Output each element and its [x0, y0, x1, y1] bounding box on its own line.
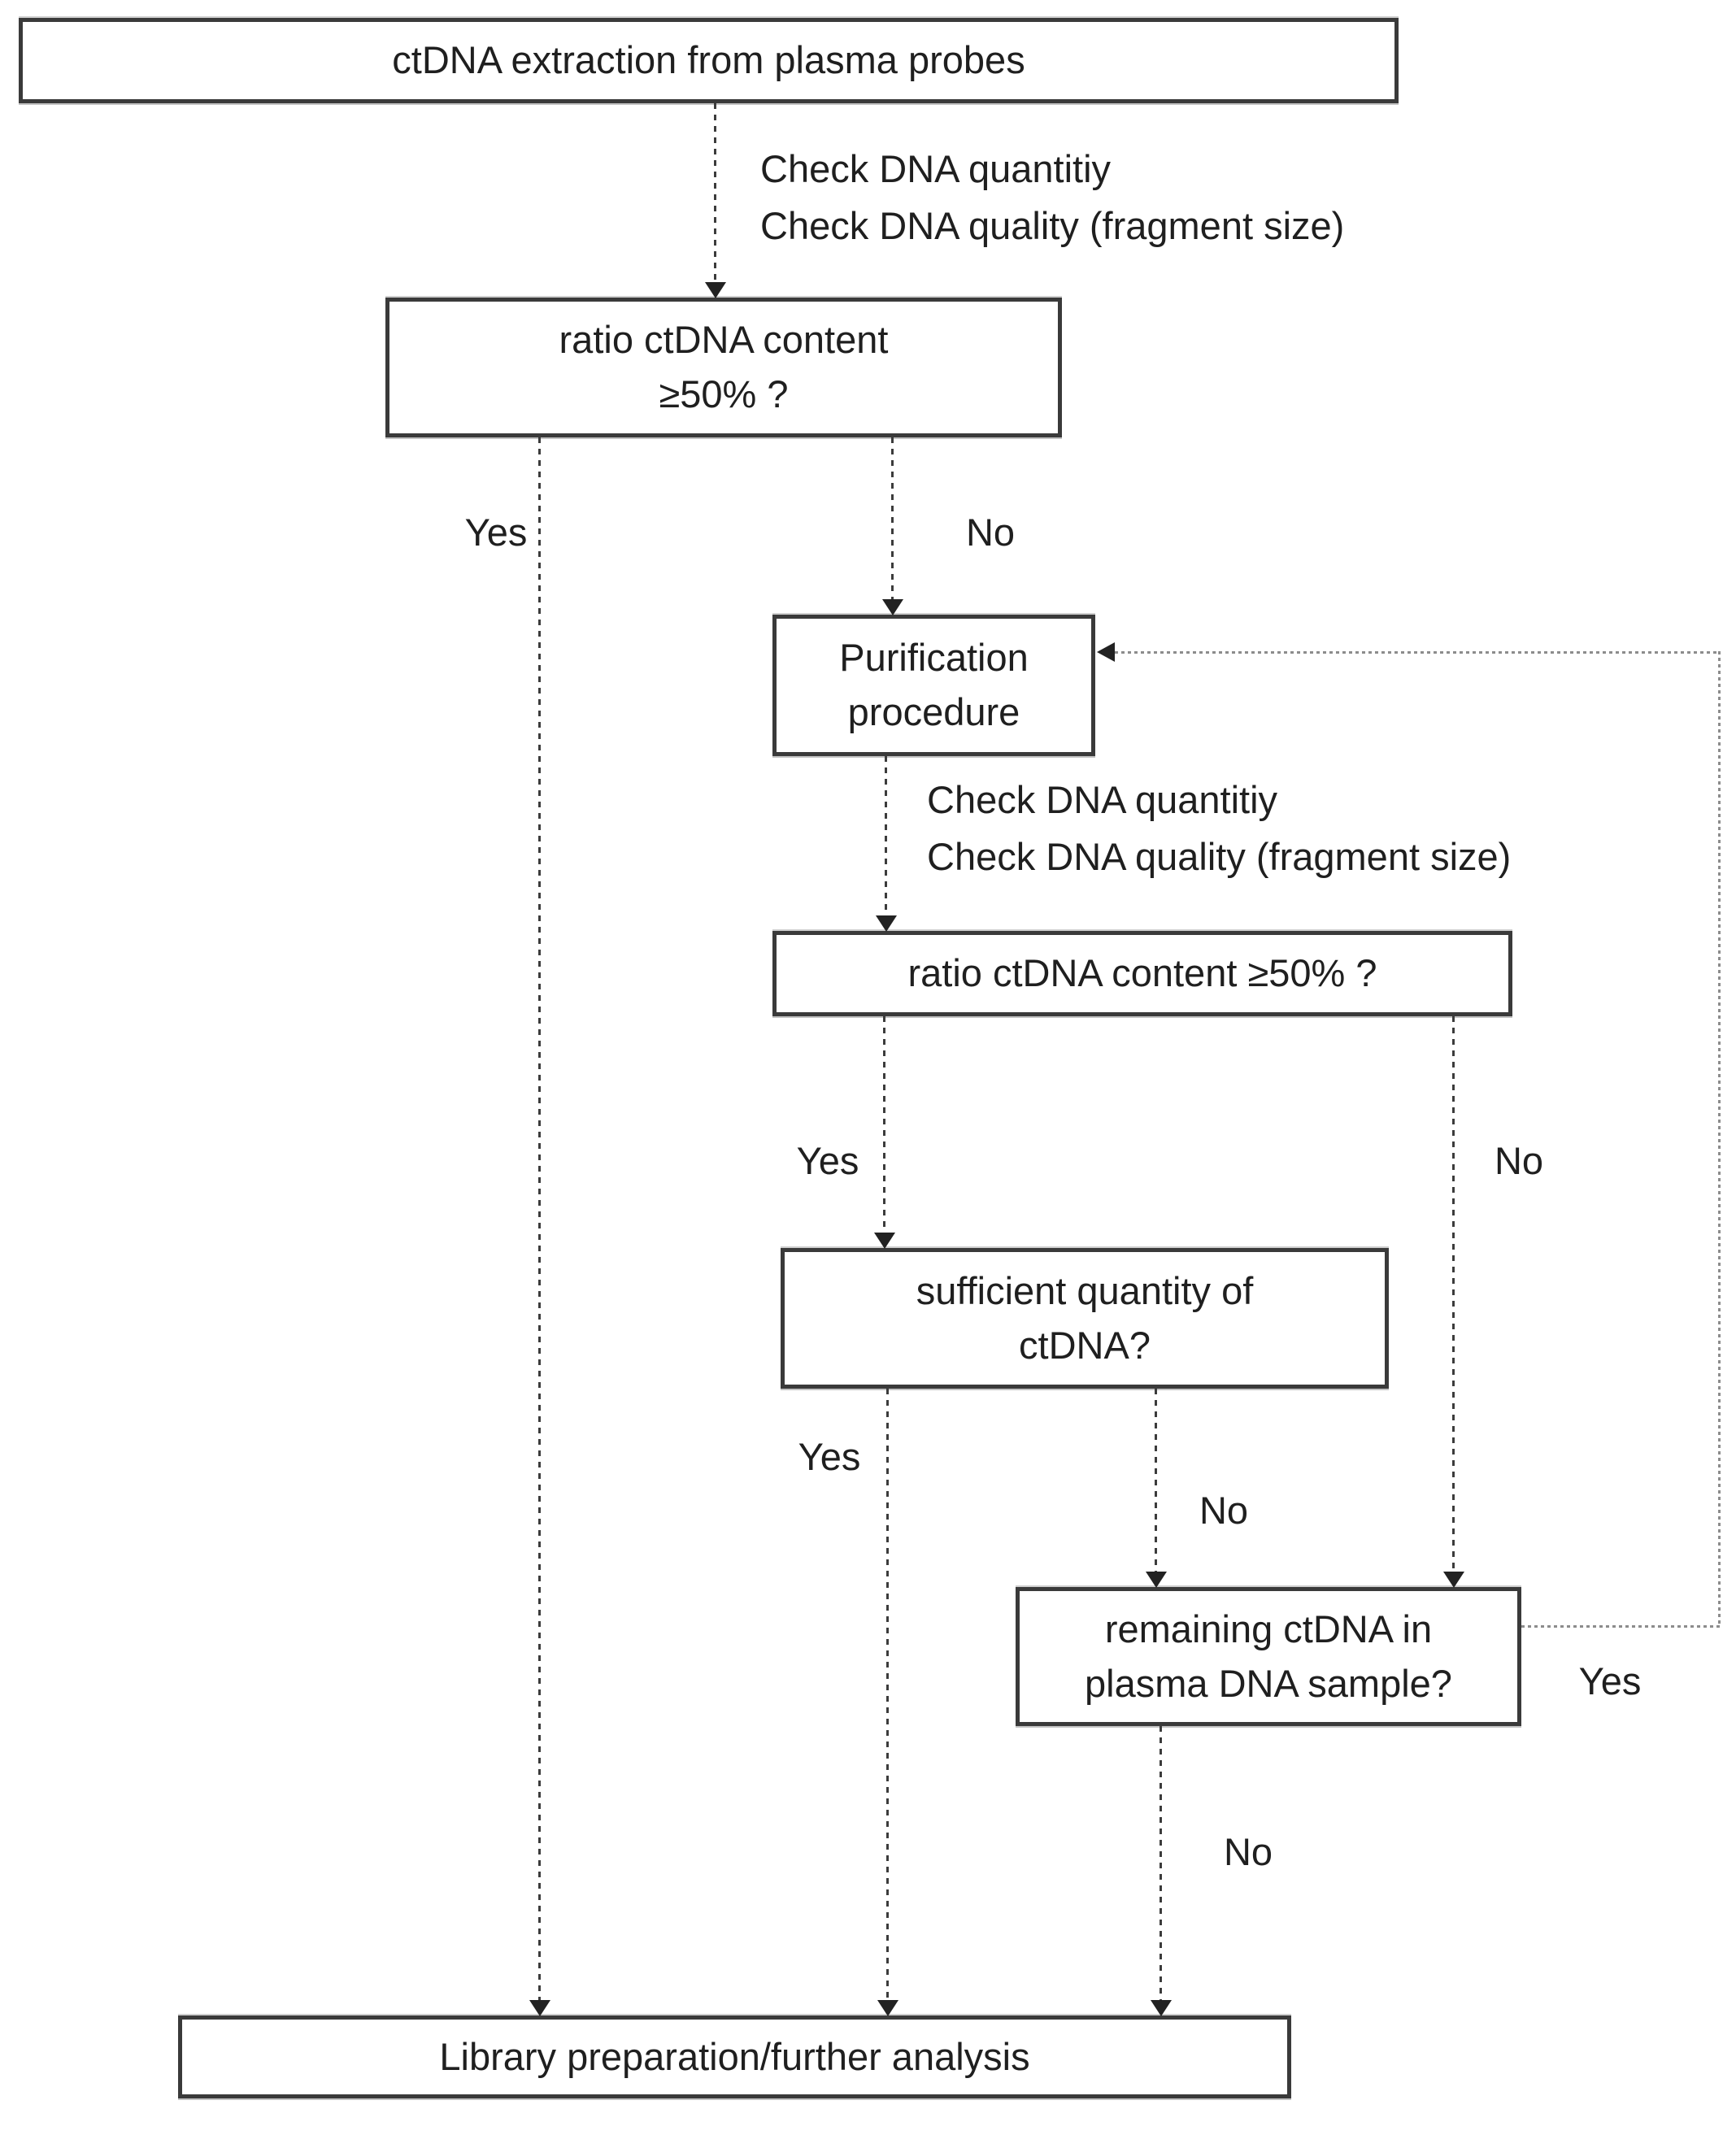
node-remaining-ctdna: remaining ctDNA in plasma DNA sample?	[1016, 1587, 1521, 1726]
label-check-after-extraction: Check DNA quantitiy Check DNA quality (f…	[760, 141, 1344, 254]
node-sufficient-quantity-line2: ctDNA?	[1019, 1323, 1151, 1367]
label-ratio1-no: No	[965, 511, 1016, 554]
node-ratio-check-1-line1: ratio ctDNA content	[559, 318, 889, 362]
node-ratio-check-1-line2: ≥50% ?	[659, 372, 789, 415]
arrowhead-extraction-to-ratio1	[705, 282, 726, 298]
arrowhead-ratio1-no-to-purification	[882, 599, 903, 615]
node-ratio-check-2-label: ratio ctDNA content ≥50% ?	[907, 951, 1377, 995]
connector-remaining-no-to-library	[1160, 1726, 1162, 2001]
connector-ratio2-no-to-remaining	[1452, 1016, 1455, 1572]
arrowhead-sufficient-yes-to-library	[877, 2000, 898, 2016]
arrowhead-ratio1-yes-to-library	[529, 2000, 550, 2016]
connector-purification-to-ratio2	[885, 756, 887, 916]
loop-remaining-yes-vertical-segment	[1718, 651, 1721, 1627]
label-check-after-extraction-line1: Check DNA quantitiy	[760, 147, 1112, 190]
connector-extraction-to-ratio1	[714, 103, 716, 283]
node-extraction-label: ctDNA extraction from plasma probes	[392, 38, 1025, 82]
arrowhead-purification-to-ratio2	[876, 915, 897, 932]
arrowhead-loop-to-purification	[1097, 642, 1115, 662]
node-library-prep: Library preparation/further analysis	[178, 2015, 1291, 2098]
label-check-after-purification-line2: Check DNA quality (fragment size)	[927, 835, 1512, 878]
label-ratio1-yes: Yes	[464, 511, 528, 554]
connector-sufficient-no-to-remaining	[1155, 1389, 1157, 1572]
label-ratio2-no: No	[1494, 1139, 1544, 1182]
label-check-after-extraction-line2: Check DNA quality (fragment size)	[760, 204, 1345, 247]
label-remaining-yes: Yes	[1578, 1659, 1642, 1702]
node-ratio-check-2: ratio ctDNA content ≥50% ?	[772, 931, 1512, 1016]
arrowhead-sufficient-no-to-remaining	[1146, 1572, 1167, 1588]
label-ratio2-yes: Yes	[796, 1139, 859, 1182]
node-purification-line1: Purification	[839, 636, 1029, 680]
arrowhead-ratio2-no-to-remaining	[1443, 1572, 1464, 1588]
node-ratio-check-1: ratio ctDNA content ≥50% ?	[385, 298, 1062, 437]
label-remaining-no: No	[1223, 1830, 1273, 1873]
loop-remaining-yes-top-segment	[1115, 651, 1720, 654]
arrowhead-remaining-no-to-library	[1151, 2000, 1172, 2016]
node-extraction: ctDNA extraction from plasma probes	[19, 18, 1399, 103]
label-check-after-purification-line1: Check DNA quantitiy	[927, 778, 1278, 821]
connector-ratio2-yes-to-sufficient	[883, 1016, 885, 1233]
arrowhead-ratio2-yes-to-sufficient	[874, 1233, 895, 1249]
node-sufficient-quantity: sufficient quantity of ctDNA?	[781, 1248, 1389, 1389]
node-purification-line2: procedure	[847, 690, 1020, 733]
node-library-prep-label: Library preparation/further analysis	[439, 2034, 1030, 2078]
label-sufficient-yes: Yes	[798, 1435, 861, 1478]
node-remaining-ctdna-line2: plasma DNA sample?	[1085, 1661, 1452, 1705]
connector-sufficient-yes-to-library	[886, 1389, 889, 2001]
node-sufficient-quantity-line1: sufficient quantity of	[916, 1268, 1254, 1312]
node-purification: Purification procedure	[772, 615, 1095, 756]
loop-remaining-yes-bottom-segment	[1521, 1625, 1721, 1628]
node-remaining-ctdna-line1: remaining ctDNA in	[1104, 1607, 1433, 1650]
label-check-after-purification: Check DNA quantitiy Check DNA quality (f…	[927, 772, 1511, 885]
connector-ratio1-no-to-purification	[891, 437, 894, 600]
label-sufficient-no: No	[1199, 1489, 1249, 1532]
connector-ratio1-yes-to-library	[538, 437, 541, 2001]
